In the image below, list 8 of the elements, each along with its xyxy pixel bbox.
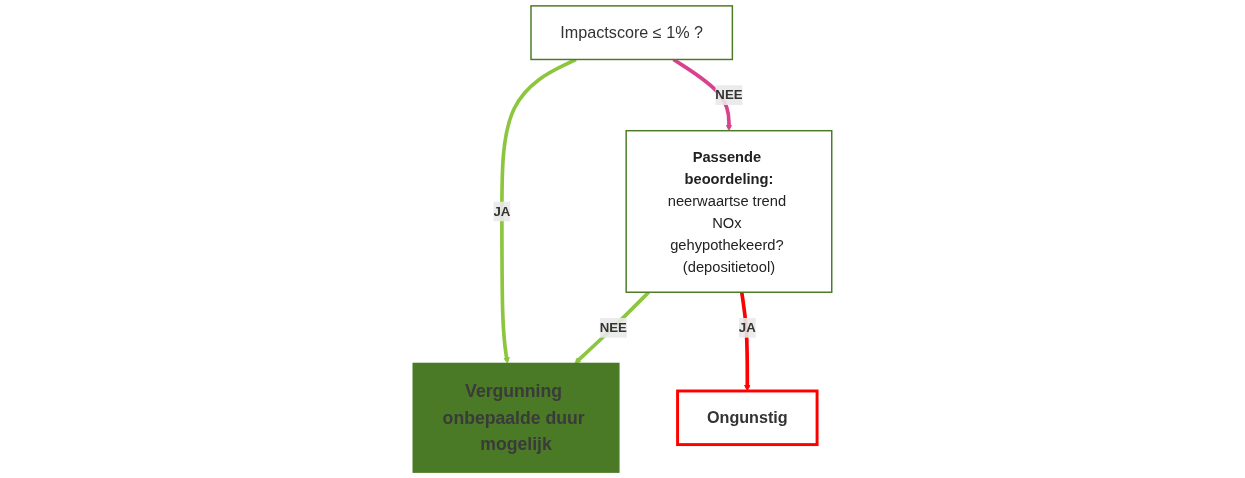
node-box: Vergunning onbepaalde duur mogelijk (412, 362, 620, 473)
edge-label: NEE (715, 87, 743, 103)
node-box: Ongunstig (676, 389, 819, 447)
node-box: Impactscore ≤ 1% ? (530, 5, 734, 61)
edge-label: JA (493, 203, 511, 219)
edge-label: JA (738, 320, 756, 335)
node-box: Passende beoordeling: neerwaartse trend NOx gehypothekeerd? (depositietool) (625, 129, 833, 293)
edge-label: NEE (599, 320, 627, 335)
